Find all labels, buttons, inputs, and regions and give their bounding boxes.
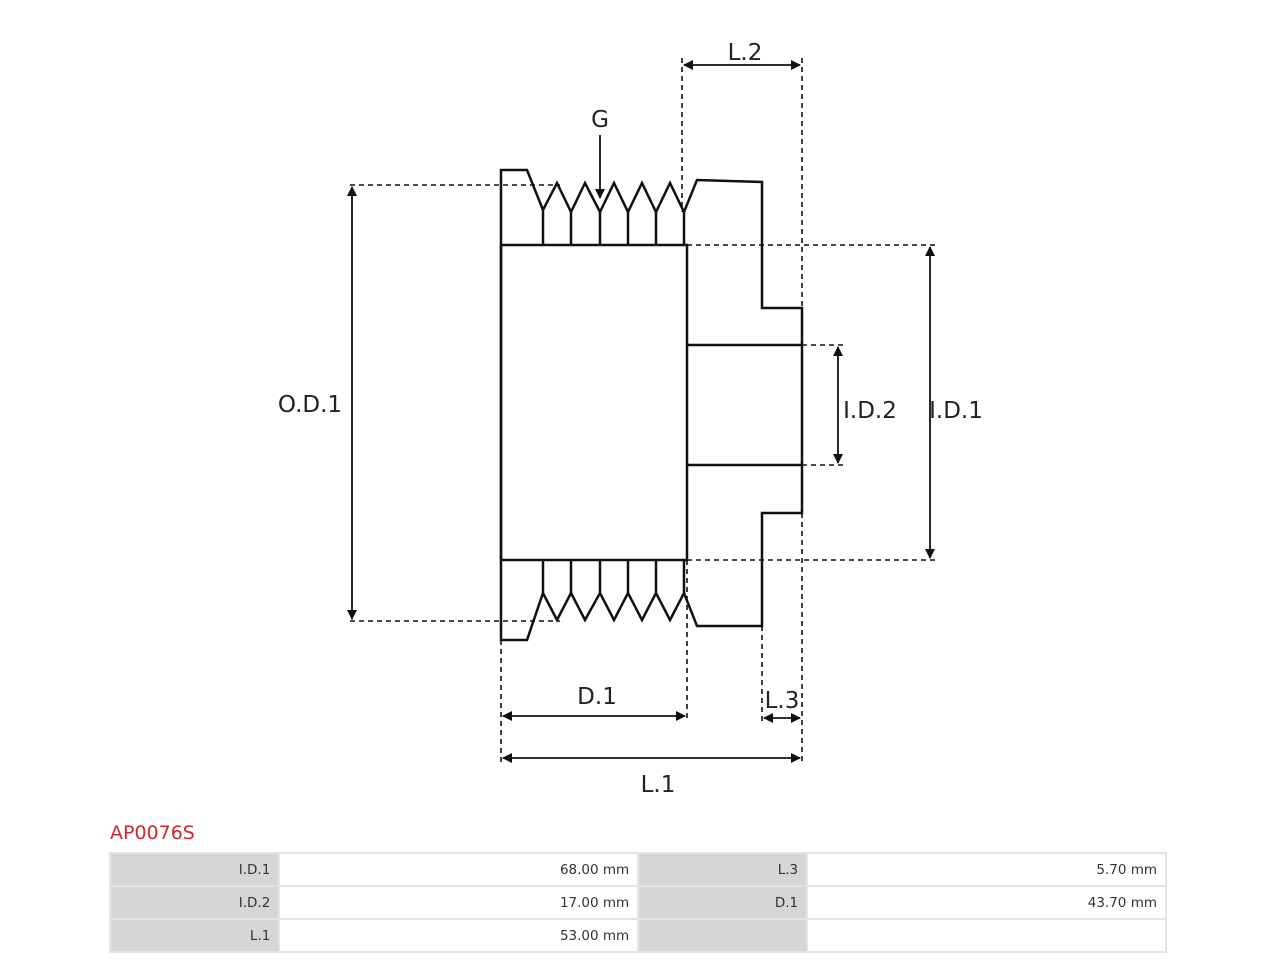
part-number-title: AP0076S: [110, 822, 195, 844]
label-l1: L.1: [641, 772, 676, 798]
spec-value: 17.00 mm: [278, 885, 640, 920]
label-id1: I.D.1: [929, 398, 983, 424]
label-id2: I.D.2: [843, 398, 897, 424]
spec-value: 53.00 mm: [278, 918, 640, 953]
spec-label: L.3: [637, 852, 809, 887]
spec-label: I.D.1: [108, 852, 281, 887]
pulley-dimension-drawing: L.2 G O.D.1 I.D.2 I.D.1 D.1 L.3 L.1: [278, 40, 983, 798]
extension-lines: [350, 58, 935, 765]
spec-label: L.1: [108, 918, 281, 953]
label-g: G: [591, 107, 609, 133]
label-d1: D.1: [577, 684, 617, 710]
table-row: L.1 53.00 mm: [108, 918, 1167, 953]
label-l3: L.3: [765, 688, 800, 714]
pulley-body: [499, 168, 804, 642]
spec-label: [637, 918, 809, 953]
spec-value: 5.70 mm: [806, 852, 1167, 887]
spec-value: 43.70 mm: [806, 885, 1167, 920]
top-groove-profile: [499, 168, 804, 642]
spec-label: I.D.2: [108, 885, 281, 920]
label-l2: L.2: [728, 40, 763, 66]
spec-label: D.1: [637, 885, 809, 920]
table-row: I.D.2 17.00 mm D.1 43.70 mm: [108, 885, 1167, 920]
specs-table: I.D.1 68.00 mm L.3 5.70 mm I.D.2 17.00 m…: [108, 852, 1167, 953]
spec-value: 68.00 mm: [278, 852, 640, 887]
table-row: I.D.1 68.00 mm L.3 5.70 mm: [108, 852, 1167, 887]
label-od1: O.D.1: [278, 392, 342, 418]
dimension-lines: [347, 60, 935, 763]
spec-value: [806, 918, 1167, 953]
inner-bore: [499, 243, 689, 562]
